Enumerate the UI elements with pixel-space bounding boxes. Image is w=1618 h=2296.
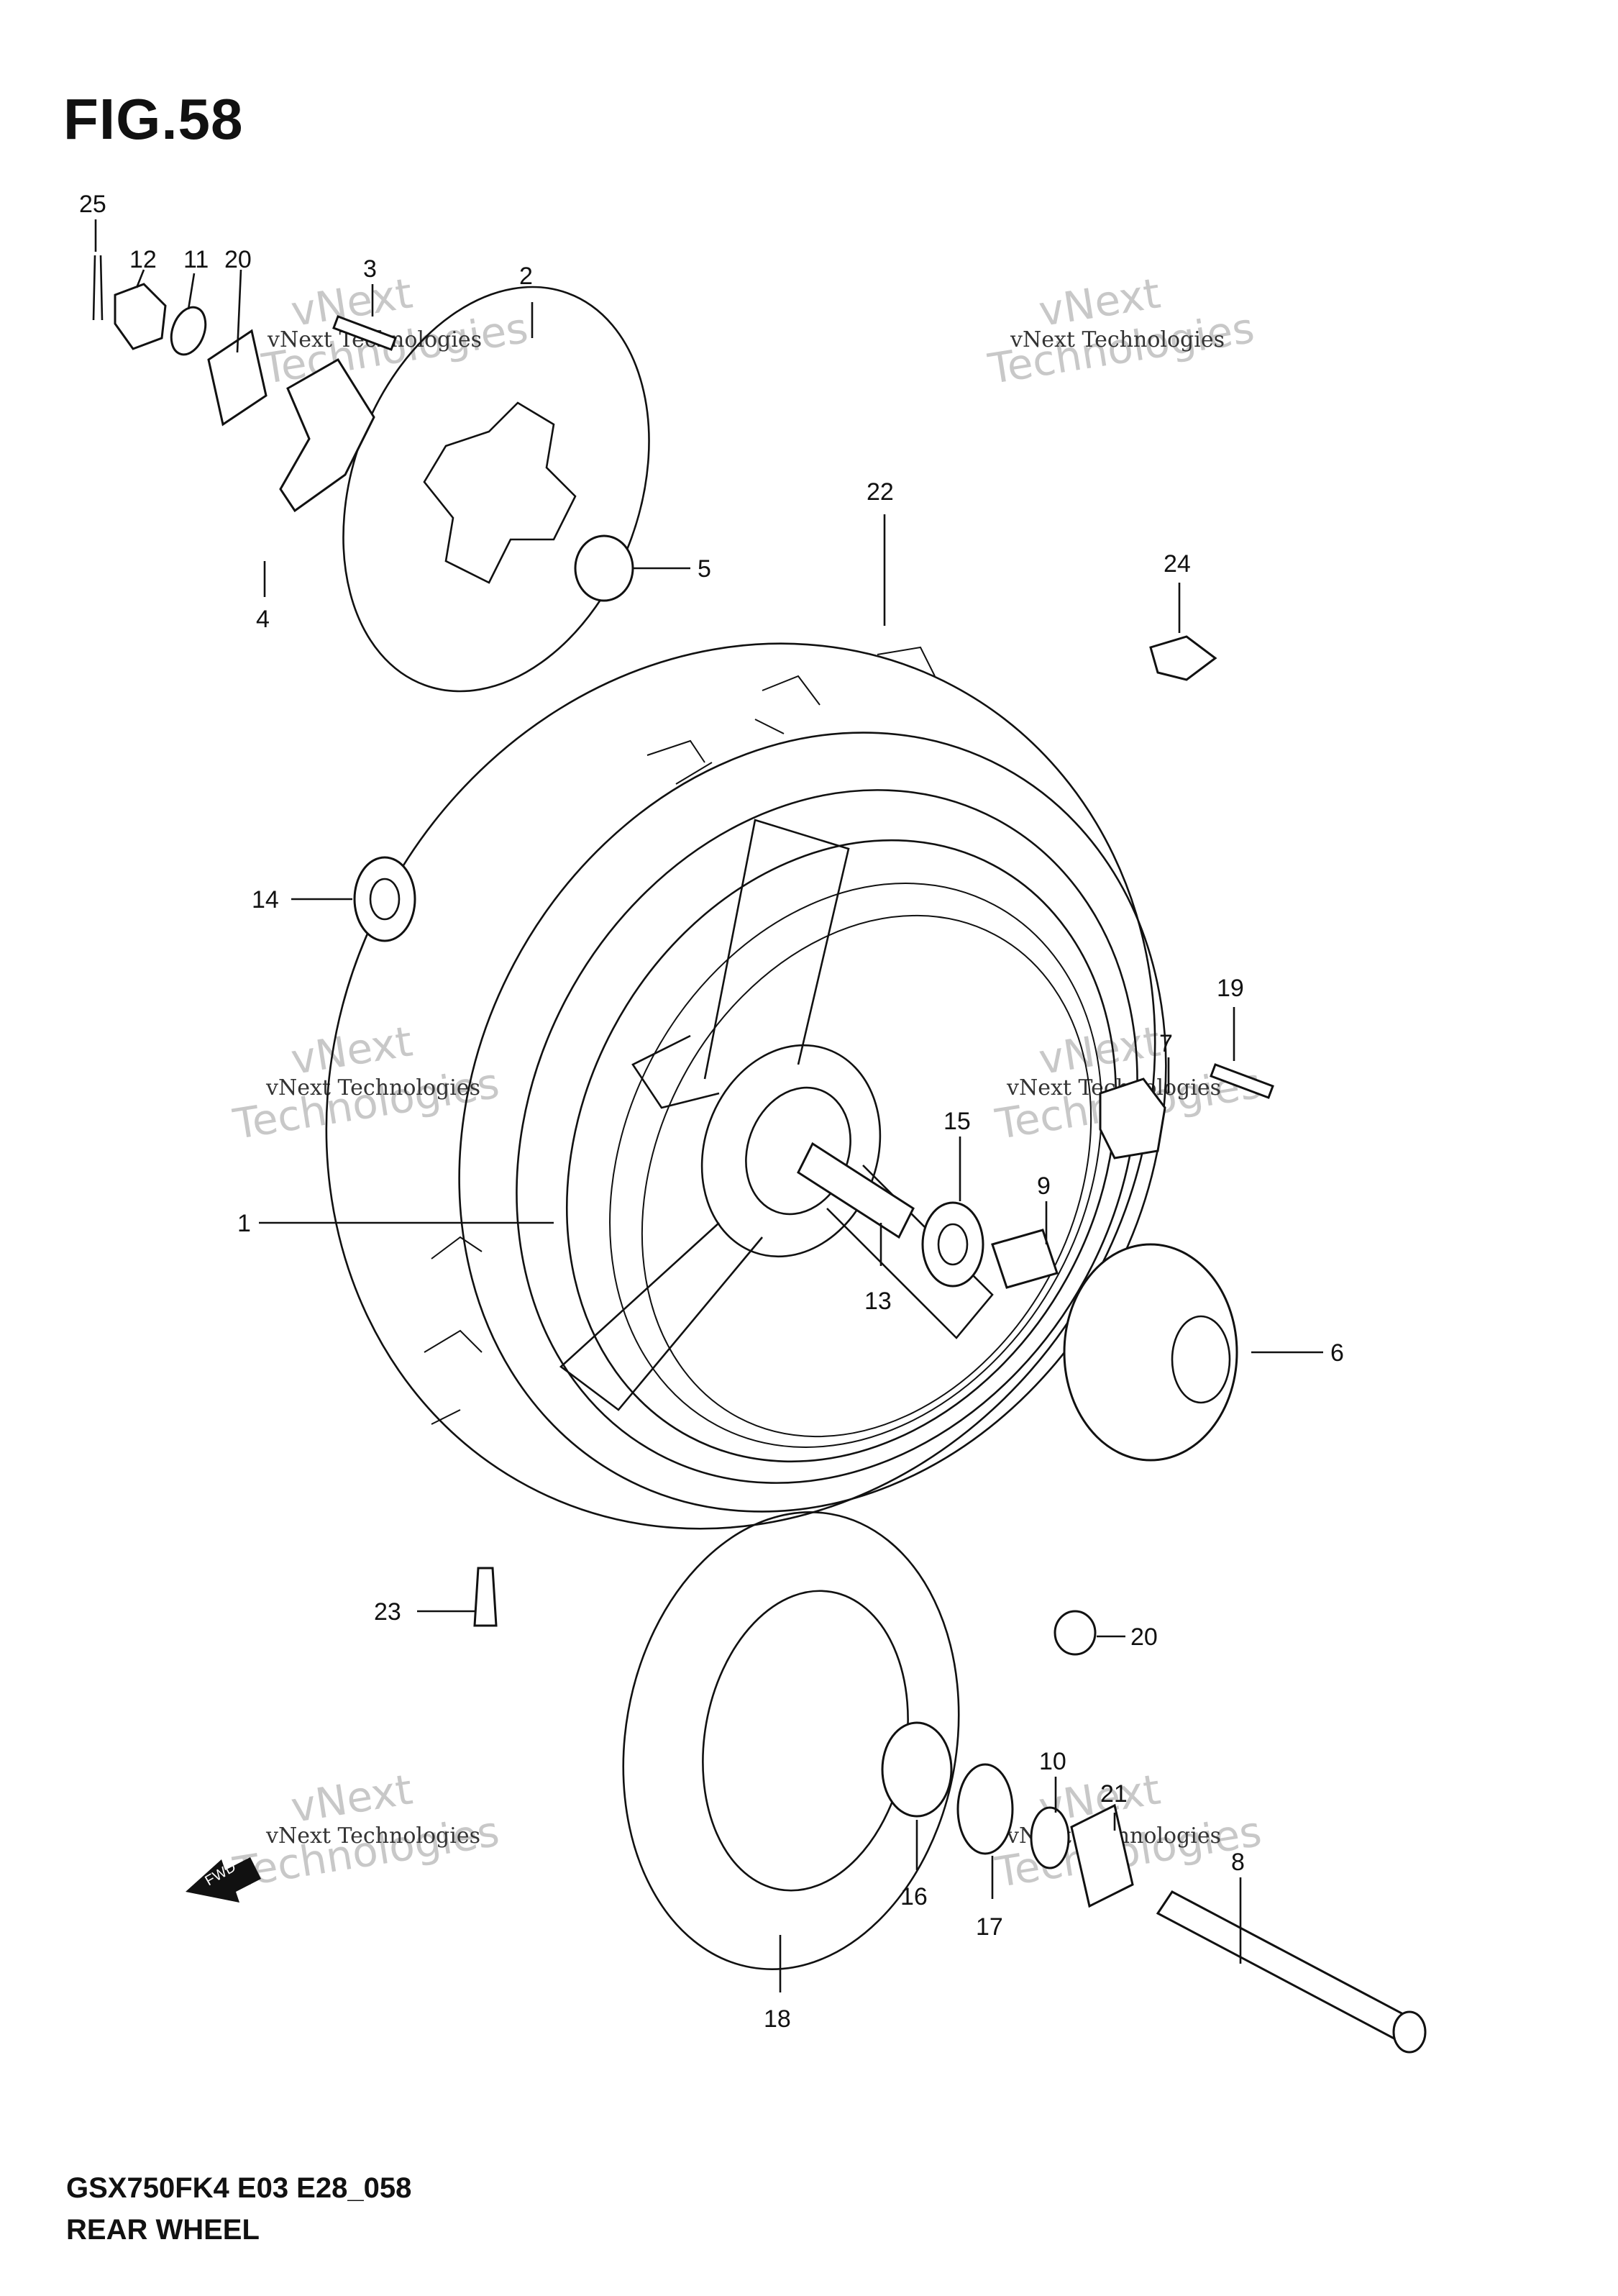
forward-direction-arrow: FWD — [186, 1857, 261, 1903]
wheel-bearing — [921, 1201, 984, 1288]
tire-valve — [473, 1567, 498, 1627]
sprocket-nut — [1053, 1610, 1097, 1656]
callout-17: 17 — [976, 1913, 1003, 1941]
rim-groove — [609, 883, 1102, 1448]
model-code: GSX750FK4 E03 E28_058 — [66, 2172, 412, 2204]
adjuster-plate — [1070, 1803, 1134, 1908]
rear-axle-head — [1392, 2010, 1427, 2054]
wheel-damper — [1099, 1078, 1166, 1160]
rear-axle — [1156, 1890, 1419, 2044]
callout-9: 9 — [1037, 1172, 1051, 1200]
callout-labels: 1 2 3 4 5 6 7 8 9 10 11 12 13 14 15 16 1… — [79, 191, 1344, 2033]
tire-tread — [424, 1236, 483, 1425]
callout-5: 5 — [698, 555, 711, 583]
callout-25: 25 — [79, 191, 106, 218]
callout-16: 16 — [900, 1883, 928, 1910]
figure-title: FIG.58 — [63, 87, 244, 151]
wheel-hub — [700, 1044, 882, 1258]
callout-3: 3 — [363, 255, 377, 283]
callout-6: 6 — [1330, 1339, 1344, 1367]
wheel-spoke — [559, 1222, 763, 1411]
callout-21: 21 — [1100, 1780, 1128, 1808]
callout-12: 12 — [129, 246, 157, 273]
cotter-pin — [92, 255, 104, 321]
tire-tread — [646, 646, 936, 785]
sprocket-mounting-bolt — [1210, 1063, 1274, 1099]
assembly-name: REAR WHEEL — [66, 2214, 260, 2246]
brake-disc — [342, 286, 650, 693]
callout-23: 23 — [374, 1598, 401, 1626]
callout-10: 10 — [1039, 1748, 1066, 1775]
spacer — [991, 1229, 1059, 1289]
watermark-text: vNext Technologies — [266, 1823, 481, 1849]
spacer — [574, 534, 634, 602]
callout-22: 22 — [867, 478, 894, 506]
dust-seal — [956, 1763, 1014, 1855]
callout-2: 2 — [519, 263, 533, 290]
wheel-spoke — [703, 819, 850, 1080]
callout-20-nut: 20 — [1130, 1623, 1158, 1651]
washer — [170, 306, 207, 356]
callout-24: 24 — [1164, 550, 1191, 578]
disc-bolt — [332, 315, 397, 351]
axle-spacer — [797, 1142, 915, 1239]
watermark-text: vNext Technologies — [1010, 327, 1225, 352]
rim-outer — [516, 789, 1138, 1484]
wheel-spoke — [631, 1034, 720, 1109]
axle-nut — [114, 283, 167, 350]
sprocket-drum — [1063, 1243, 1238, 1462]
sprocket-bearing — [881, 1721, 953, 1818]
wheel-hub-center — [745, 1086, 851, 1216]
callout-15: 15 — [943, 1108, 971, 1135]
callout-8: 8 — [1231, 1849, 1245, 1876]
caliper-bracket — [279, 357, 375, 513]
callout-13: 13 — [864, 1288, 892, 1315]
callout-19: 19 — [1217, 975, 1244, 1002]
callout-7: 7 — [1159, 1030, 1173, 1057]
rim-inner — [566, 839, 1117, 1463]
spacer — [1030, 1806, 1070, 1869]
leader-lines — [94, 219, 1323, 1992]
callout-4: 4 — [256, 606, 270, 633]
callout-14: 14 — [252, 886, 279, 914]
callout-11: 11 — [183, 246, 209, 273]
balancer-clip — [1149, 635, 1217, 681]
callout-18: 18 — [764, 2005, 791, 2033]
watermark-text: vNext Technologies — [266, 1075, 481, 1101]
wheel-bearing — [353, 856, 416, 942]
callout-1: 1 — [237, 1210, 251, 1237]
callout-20-plate: 20 — [224, 246, 252, 273]
